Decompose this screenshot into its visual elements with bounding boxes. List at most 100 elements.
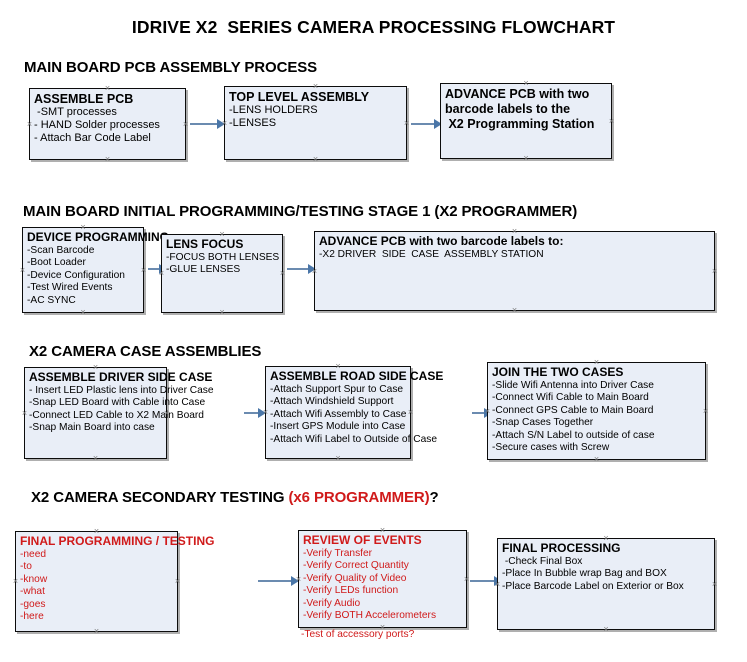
node-line: -Connect Wifi Cable to Main Board (492, 392, 649, 404)
node-line: -SMT processes (34, 106, 117, 118)
node-line: - Attach Bar Code Label (34, 132, 151, 144)
handle-left-icon[interactable]: × (19, 264, 26, 275)
handle-right-icon[interactable]: × (407, 407, 414, 417)
node-line: -Verify BOTH Accelerometers (303, 610, 437, 622)
connector-driver-case-to-road-case (244, 408, 266, 418)
connector-road-case-to-join-cases (472, 408, 492, 418)
node-final-programming-testing[interactable]: FINAL PROGRAMMING / TESTING -need -to -k… (12, 527, 215, 636)
handle-bottom-icon[interactable]: × (104, 154, 111, 164)
node-title-line: X2 Programming Station (445, 117, 595, 131)
handle-right-icon[interactable]: × (608, 115, 615, 126)
handle-bottom-icon[interactable]: × (511, 305, 518, 315)
handle-bottom-icon[interactable]: × (335, 453, 341, 463)
node-line: - HAND Solder processes (34, 119, 160, 131)
handle-right-icon[interactable]: × (279, 268, 286, 278)
node-line: -Attach Wifi Label to Outside of Case (270, 433, 438, 445)
node-title: FINAL PROCESSING (502, 541, 621, 555)
node-assemble-driver-side-case[interactable]: ASSEMBLE DRIVER SIDE CASE - Insert LED P… (21, 363, 214, 463)
handle-top-icon[interactable]: × (312, 81, 319, 91)
handle-right-icon[interactable]: × (182, 118, 189, 129)
node-line: -Connect GPS Cable to Main Board (492, 404, 654, 416)
node-line: -goes (20, 598, 46, 610)
node-title: FINAL PROGRAMMING / TESTING (20, 534, 215, 548)
handle-bottom-icon[interactable]: × (80, 307, 86, 317)
node-final-processing[interactable]: FINAL PROCESSING -Check Final Box -Place… (495, 534, 718, 634)
page-title: IDRIVE X2 SERIES CAMERA PROCESSING FLOWC… (131, 17, 616, 37)
section-heading-main-board-initial-programming: MAIN BOARD INITIAL PROGRAMMING/TESTING S… (23, 203, 577, 220)
handle-right-icon[interactable]: × (403, 117, 410, 128)
handle-right-icon[interactable]: × (174, 576, 181, 586)
section-heading-text: MAIN BOARD INITIAL PROGRAMMING/TESTING S… (23, 203, 578, 220)
node-line: -Verify Correct Quantity (303, 560, 409, 572)
node-title: ASSEMBLE ROAD SIDE CASE (270, 369, 444, 383)
handle-bottom-icon[interactable]: × (219, 307, 225, 317)
connector-assemble-pcb-to-top-level (190, 119, 225, 129)
node-line: -Secure cases with Screw (492, 442, 610, 454)
node-title: TOP LEVEL ASSEMBLY (229, 90, 370, 104)
node-line: -Snap Main Board into case (29, 422, 155, 434)
node-advance-pcb-driver-side-case[interactable]: ADVANCE PCB with two barcode labels to: … (312, 227, 718, 315)
node-title: ASSEMBLE DRIVER SIDE CASE (29, 370, 213, 384)
node-lens-focus[interactable]: LENS FOCUS -FOCUS BOTH LENSES -GLUE LENS… (159, 230, 286, 317)
handle-bottom-icon[interactable]: × (312, 154, 319, 164)
section-heading-main-board-pcb-assembly: MAIN BOARD PCB ASSEMBLY PROCESS (24, 59, 317, 76)
handle-right-icon[interactable]: × (140, 264, 147, 275)
node-review-of-events[interactable]: REVIEW OF EVENTS -Verify Transfer -Verif… (296, 526, 470, 632)
node-assemble-road-side-case[interactable]: ASSEMBLE ROAD SIDE CASE -Attach Support … (263, 362, 444, 463)
handle-top-icon[interactable]: × (523, 78, 529, 88)
node-title: JOIN THE TWO CASES (492, 365, 624, 379)
node-line: -LENSES (229, 117, 277, 129)
section-heading-x2-camera-secondary-testing: X2 CAMERA SECONDARY TESTING (x6 PROGRAMM… (31, 489, 439, 506)
node-top-level-assembly[interactable]: TOP LEVEL ASSEMBLY -LENS HOLDERS -LENSES… (222, 81, 410, 164)
node-title: LENS FOCUS (166, 237, 244, 251)
handle-left-icon[interactable]: × (26, 118, 33, 129)
connector-final-programming-to-review-of-events (258, 576, 299, 586)
handle-right-icon[interactable]: × (711, 265, 718, 276)
node-line: -X2 DRIVER SIDE CASE ASSEMBLY STATION (319, 248, 544, 260)
node-line: -Check Final Box (502, 555, 583, 567)
handle-bottom-icon[interactable]: × (92, 453, 99, 463)
node-line: -AC SYNC (27, 294, 76, 306)
node-line: -Insert GPS Module into Case (270, 421, 406, 433)
node-title-line: ADVANCE PCB with two (445, 87, 590, 101)
node-overflow-line-review-of-events: -Test of accessory ports? (301, 629, 415, 640)
handle-bottom-icon[interactable]: × (603, 624, 609, 634)
node-line: -Attach Windshield Support (270, 396, 394, 408)
handle-bottom-icon[interactable]: × (593, 454, 600, 464)
connector-device-programming-to-lens-focus (148, 264, 167, 274)
node-join-the-two-cases[interactable]: JOIN THE TWO CASES -Slide Wifi Antenna i… (485, 358, 709, 464)
node-advance-pcb-programming-station[interactable]: ADVANCE PCB with two barcode labels to t… (440, 78, 615, 163)
node-line: -Attach Wifi Assembly to Case (270, 408, 407, 420)
node-line: -LENS HOLDERS (229, 104, 318, 116)
handle-right-icon[interactable]: × (711, 578, 718, 589)
handle-bottom-icon[interactable]: × (523, 153, 529, 163)
node-line: -Place Barcode Label on Exterior or Box (502, 580, 684, 592)
node-line: -Boot Loader (27, 257, 86, 269)
node-line: -Slide Wifi Antenna into Driver Case (492, 379, 654, 391)
node-device-programming[interactable]: DEVICE PROGRAMMING -Scan Barcode -Boot L… (19, 223, 169, 317)
node-line: -Connect LED Cable to X2 Main Board (29, 409, 204, 421)
section-heading-suffix: ? (429, 489, 439, 506)
node-line: -to (20, 561, 32, 573)
handle-left-icon[interactable]: × (21, 407, 28, 418)
node-line: -FOCUS BOTH LENSES (166, 251, 280, 263)
node-line: -Device Configuration (27, 269, 125, 281)
node-line: - Insert LED Plastic lens into Driver Ca… (29, 384, 214, 396)
node-title: ASSEMBLE PCB (34, 92, 134, 106)
node-line: -Snap LED Board with Cable into Case (29, 397, 206, 409)
node-line: -GLUE LENSES (166, 264, 241, 276)
handle-top-icon[interactable]: × (104, 83, 111, 93)
node-line: -know (20, 573, 48, 585)
section-heading-text: MAIN BOARD PCB ASSEMBLY PROCESS (24, 59, 318, 76)
node-line: -Scan Barcode (27, 244, 95, 256)
section-heading-accent: (x6 PROGRAMMER) (288, 489, 430, 506)
connector-lens-focus-to-advance-pcb-driver (287, 264, 316, 274)
node-line: -what (20, 586, 45, 598)
node-title: ADVANCE PCB with two barcode labels to: (319, 234, 564, 248)
handle-right-icon[interactable]: × (702, 405, 709, 416)
node-assemble-pcb[interactable]: ASSEMBLE PCB -SMT processes - HAND Solde… (26, 83, 189, 164)
section-heading-x2-camera-case-assemblies: X2 CAMERA CASE ASSEMBLIES (29, 343, 261, 360)
handle-right-icon[interactable]: × (463, 573, 470, 584)
handle-left-icon[interactable]: × (12, 576, 19, 586)
handle-bottom-icon[interactable]: × (93, 626, 100, 636)
